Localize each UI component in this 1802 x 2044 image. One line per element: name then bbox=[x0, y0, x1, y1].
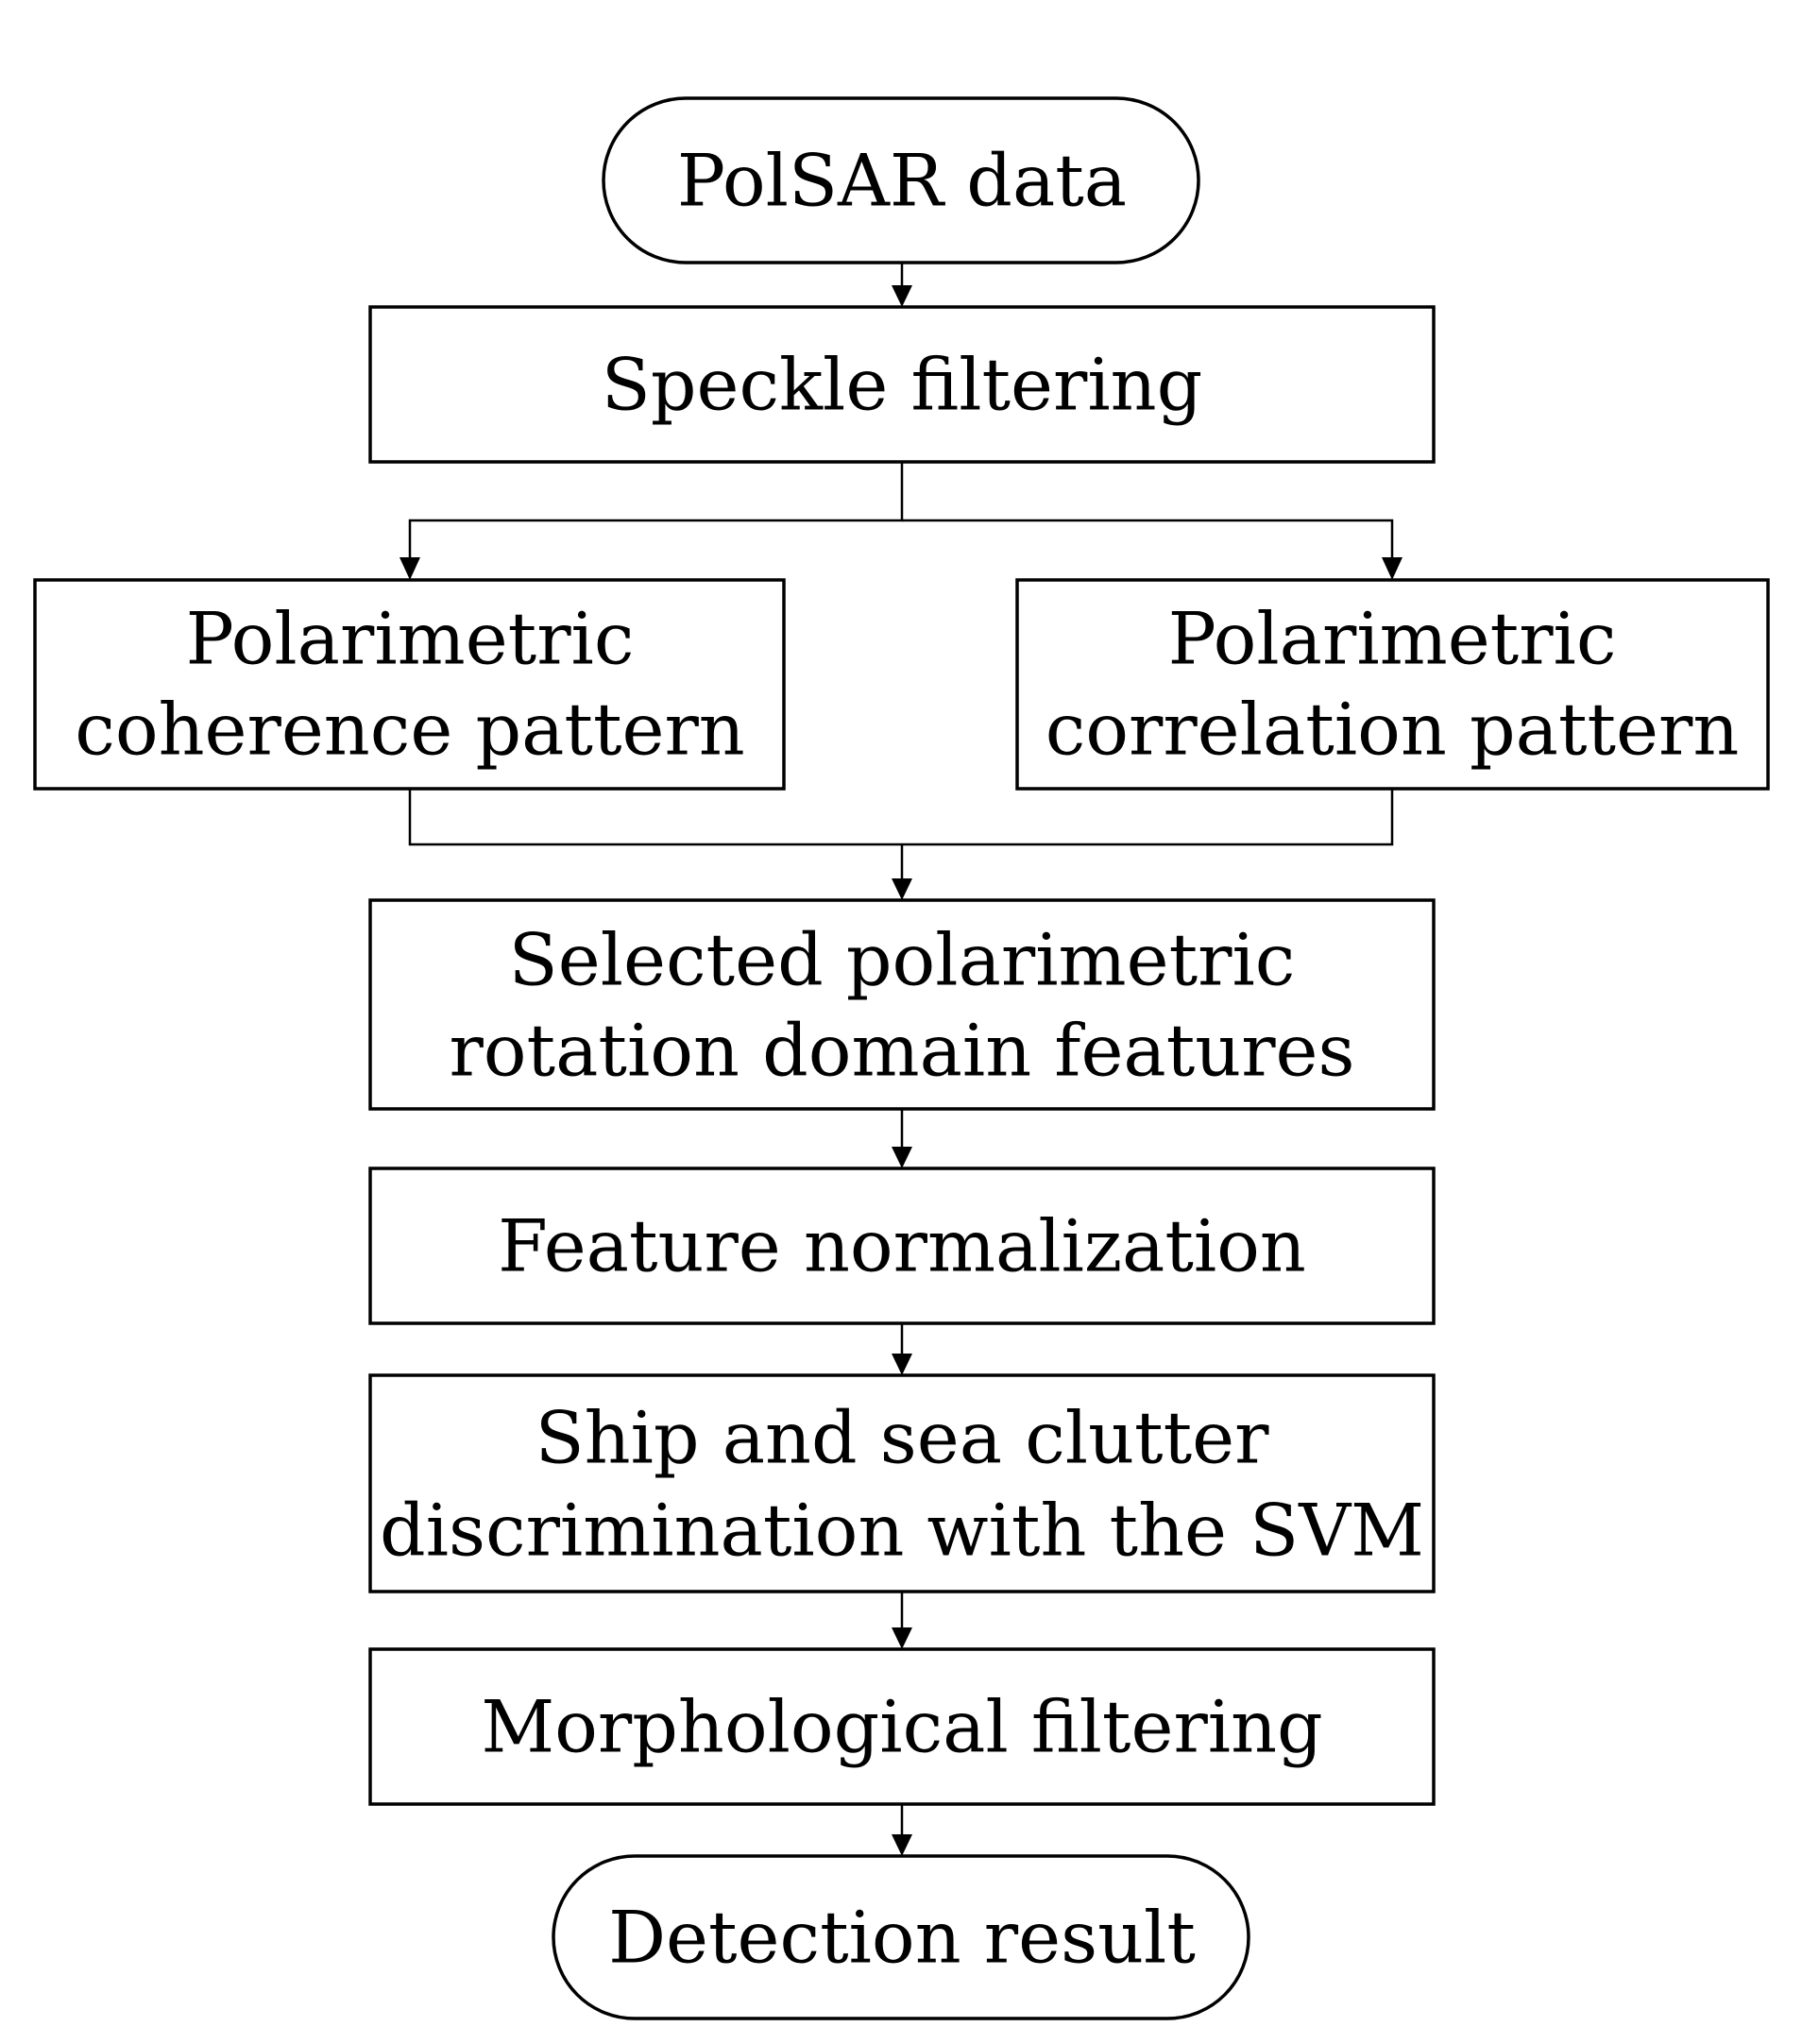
process-box bbox=[368, 1167, 1436, 1325]
node-correlation-pattern: Polarimetric correlation pattern bbox=[1015, 578, 1770, 791]
process-box bbox=[1015, 578, 1770, 791]
node-label: Feature normalization bbox=[498, 1204, 1306, 1288]
process-box bbox=[368, 898, 1436, 1111]
node-label-line-1: Selected polarimetric bbox=[509, 918, 1296, 1002]
node-morphological-filtering: Morphological filtering bbox=[368, 1647, 1436, 1806]
node-label-line-2: correlation pattern bbox=[1046, 688, 1740, 772]
connector-speckle-split-right bbox=[902, 519, 1394, 557]
node-label-line-2: discrimination with the SVM bbox=[380, 1489, 1424, 1573]
connector-speckle-split bbox=[408, 462, 904, 557]
arrowhead bbox=[892, 1834, 912, 1856]
node-label-line-2: coherence pattern bbox=[75, 688, 745, 772]
connector-merge bbox=[408, 789, 1394, 846]
terminator-shape bbox=[552, 1854, 1250, 2020]
node-label: Morphological filtering bbox=[481, 1685, 1322, 1769]
node-svm-discrimination: Ship and sea clutter discrimination with… bbox=[368, 1373, 1436, 1593]
process-box bbox=[368, 1647, 1436, 1806]
process-box bbox=[368, 305, 1436, 464]
node-label-line-1: Polarimetric bbox=[1168, 597, 1617, 681]
node-feature-normalization: Feature normalization bbox=[368, 1167, 1436, 1325]
node-speckle-filtering: Speckle filtering bbox=[368, 305, 1436, 464]
arrowhead bbox=[892, 1147, 912, 1168]
process-box bbox=[33, 578, 786, 791]
arrowhead bbox=[1382, 557, 1402, 580]
connectors bbox=[400, 263, 1402, 1856]
node-label-line-1: Polarimetric bbox=[186, 597, 635, 681]
arrowhead bbox=[892, 1627, 912, 1649]
node-coherence-pattern: Polarimetric coherence pattern bbox=[33, 578, 786, 791]
arrowhead bbox=[892, 285, 912, 307]
node-end: Detection result bbox=[552, 1854, 1250, 2020]
arrowhead bbox=[892, 878, 912, 900]
arrowhead bbox=[892, 1354, 912, 1375]
node-start: PolSAR data bbox=[602, 96, 1200, 264]
arrowhead bbox=[400, 557, 420, 580]
node-label: Detection result bbox=[608, 1896, 1196, 1980]
node-label: Speckle filtering bbox=[602, 343, 1203, 427]
node-label: PolSAR data bbox=[677, 139, 1127, 223]
process-box bbox=[368, 1373, 1436, 1593]
node-label-line-1: Ship and sea clutter bbox=[536, 1396, 1270, 1480]
node-label-line-2: rotation domain features bbox=[449, 1009, 1354, 1093]
node-selected-features: Selected polarimetric rotation domain fe… bbox=[368, 898, 1436, 1111]
terminator-shape bbox=[602, 96, 1200, 264]
